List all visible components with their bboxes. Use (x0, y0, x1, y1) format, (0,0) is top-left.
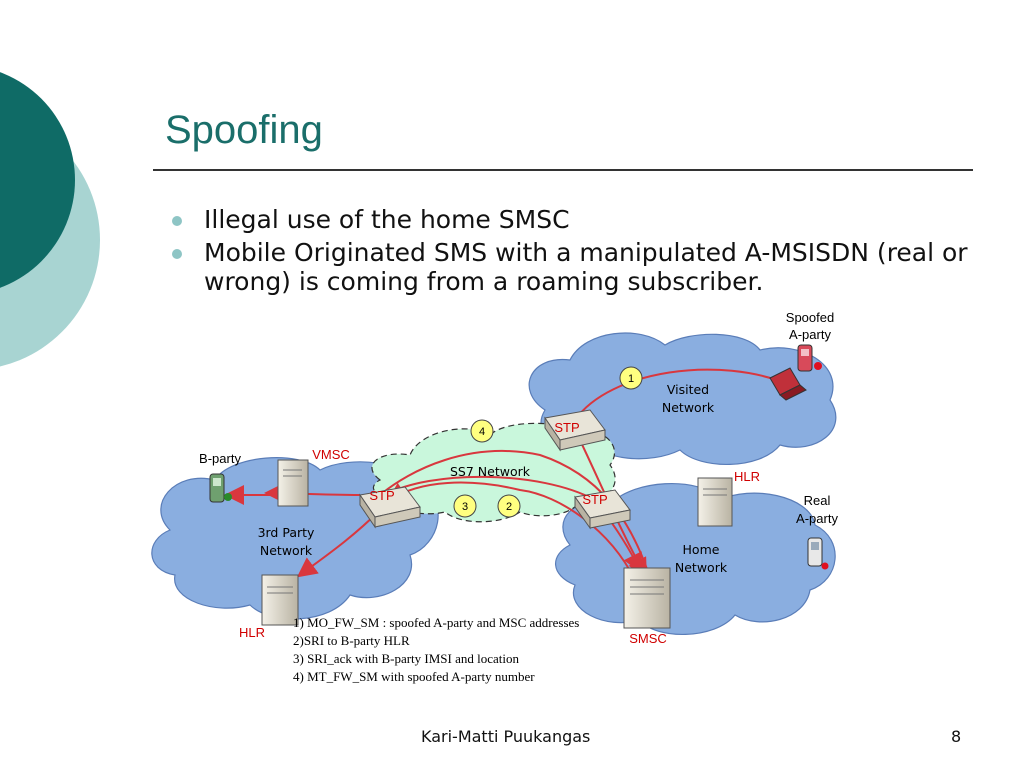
smsc-label: SMSC (629, 631, 667, 646)
step-number: 3 (462, 501, 468, 513)
step-number: 4 (479, 426, 485, 438)
stp-visited (544, 409, 606, 452)
bullet-dot-icon (172, 249, 182, 259)
step-badge: 4 (470, 419, 494, 443)
b-party-phone-icon (209, 473, 232, 503)
arrow-sri (386, 481, 636, 581)
step-number: 1 (628, 373, 634, 385)
arrow-mo-fw-sm (574, 368, 791, 421)
home-network-label-line2: Network (675, 560, 728, 575)
hlr-home-server-icon (697, 477, 733, 527)
bullet-item: Illegal use of the home SMSC (172, 205, 972, 234)
page-number: 8 (951, 727, 962, 746)
visited-network-label-line1: Visited (667, 382, 709, 397)
stp-third-party-label: STP (369, 488, 394, 503)
third-party-network-label-line2: Network (260, 543, 313, 558)
home-network-label-line1: Home (683, 542, 720, 557)
visited-network-cloud (528, 332, 837, 466)
stp-home (574, 489, 631, 530)
step-badge: 3 (453, 494, 477, 518)
decorative-circles (0, 72, 100, 367)
legend-line: 3) SRI_ack with B-party IMSI and locatio… (293, 651, 520, 666)
arrow-mt-fw-sm (379, 450, 649, 573)
legend-line: 2)SRI to B-party HLR (293, 633, 410, 648)
stp-third-party (359, 486, 421, 529)
smsc-server-icon (623, 567, 671, 629)
laptop-icon (769, 367, 807, 401)
footer-author: Kari-Matti Puukangas (421, 727, 591, 746)
step-badge: 2 (497, 494, 521, 518)
arrow-sri-ack (384, 475, 642, 574)
vmsc-server-icon (277, 459, 309, 507)
spoofed-a-party-label-line2: A-party (789, 327, 831, 342)
spoofed-a-party-label-line1: Spoofed (786, 310, 834, 325)
title-divider (153, 169, 973, 171)
bullet-dot-icon (172, 216, 182, 226)
hlr-third-party-label: HLR (239, 625, 265, 640)
bullet-list: Illegal use of the home SMSC Mobile Orig… (172, 205, 972, 300)
bullet-text: Mobile Originated SMS with a manipulated… (204, 238, 968, 296)
step-number: 2 (506, 501, 512, 513)
dark-teal-circle (0, 72, 75, 288)
stp-home-label: STP (582, 492, 607, 507)
hlr-home-label: HLR (734, 469, 760, 484)
hlr-third-party-server-icon (261, 574, 299, 626)
ss7-network-label: SS7 Network (450, 464, 531, 479)
b-party-label: B-party (199, 451, 241, 466)
spoofed-a-party-phone-icon (797, 344, 822, 372)
third-party-network-label-line1: 3rd Party (258, 525, 315, 540)
bullet-item: Mobile Originated SMS with a manipulated… (172, 238, 972, 296)
real-a-party-label-line1: Real (804, 493, 831, 508)
message-arrows (224, 368, 791, 581)
legend-line: 1) MO_FW_SM : spoofed A-party and MSC ad… (293, 615, 579, 630)
vmsc-label: VMSC (312, 447, 350, 462)
real-a-party-phone-icon (807, 537, 829, 570)
legend-line: 4) MT_FW_SM with spoofed A-party number (293, 669, 535, 684)
real-a-party-label-line2: A-party (796, 511, 838, 526)
slide-title: Spoofing (165, 108, 323, 152)
stp-visited-label: STP (554, 420, 579, 435)
visited-network-label-line2: Network (662, 400, 715, 415)
step-badge: 1 (619, 366, 643, 390)
bullet-text: Illegal use of the home SMSC (204, 205, 570, 234)
